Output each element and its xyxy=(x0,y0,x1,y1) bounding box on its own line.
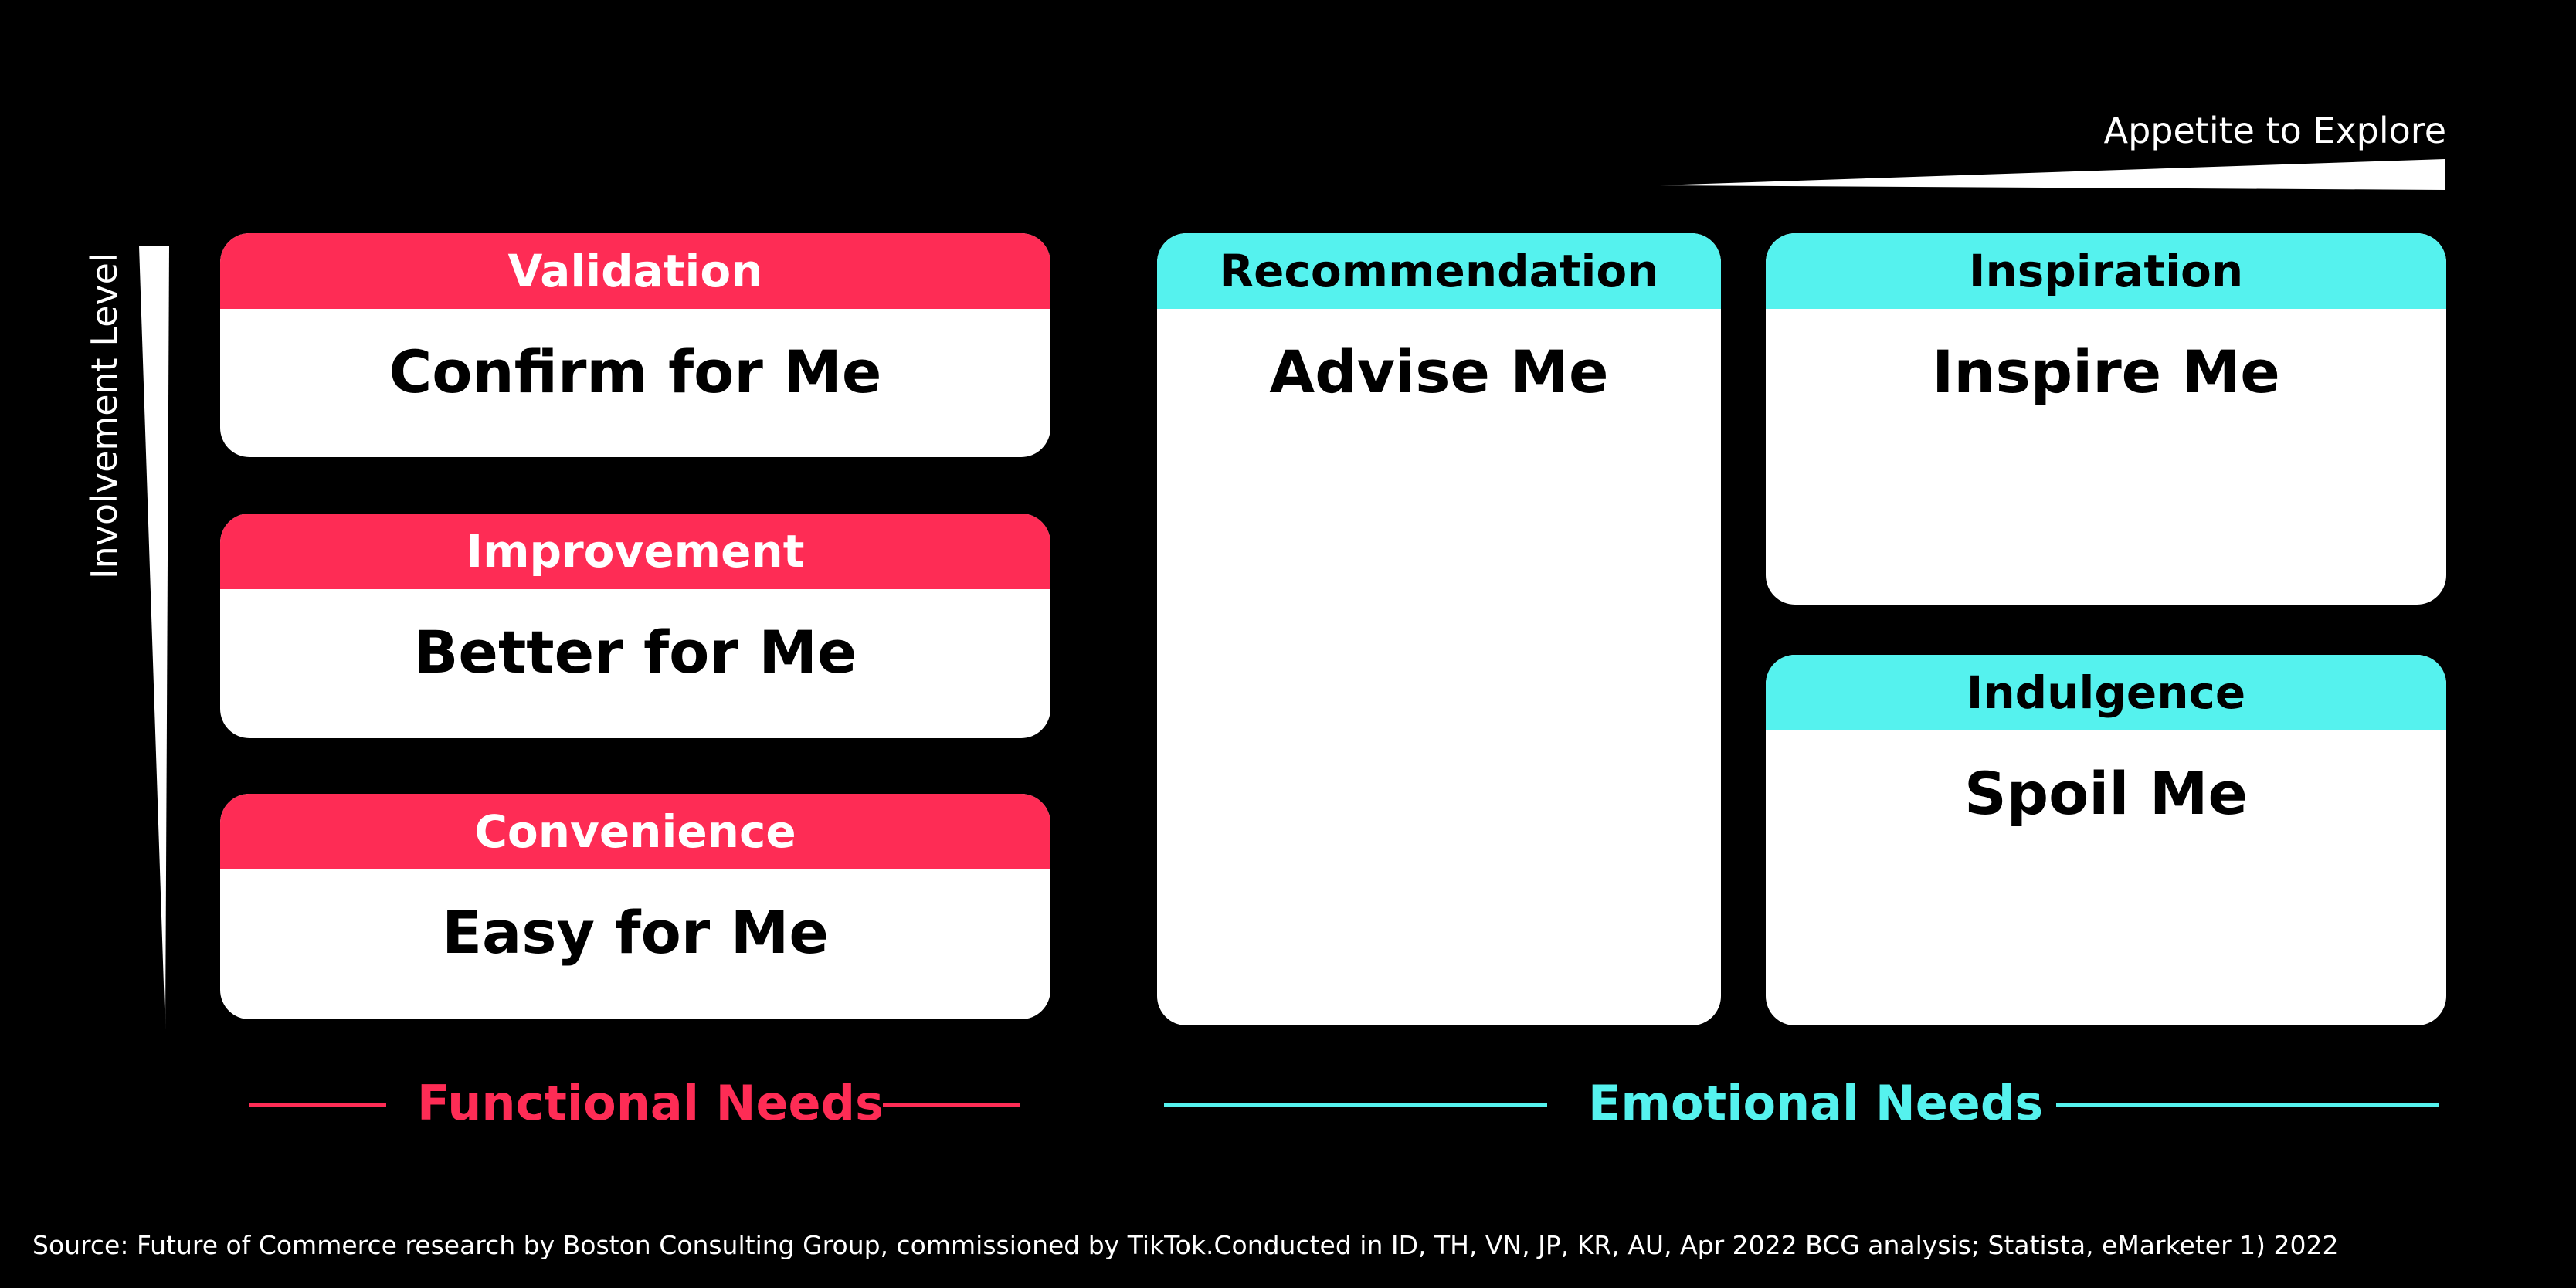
card-body: Advise Me xyxy=(1269,337,1609,406)
card-header: Recommendation xyxy=(1157,233,1721,309)
recommendation-card: Recommendation Advise Me xyxy=(1157,233,1721,1025)
emotional-needs-label: Emotional Needs xyxy=(1588,1075,2044,1131)
card-header: Validation xyxy=(220,233,1050,309)
functional-needs-label: Functional Needs xyxy=(417,1075,884,1131)
validation-card: Validation Confirm for Me xyxy=(220,233,1050,457)
emotional-left-rule xyxy=(1164,1103,1547,1107)
explore-wedge xyxy=(1659,159,2445,190)
emotional-right-rule xyxy=(2056,1103,2439,1107)
involvement-level-label: Involvement Level xyxy=(83,253,125,579)
improvement-card: Improvement Better for Me xyxy=(220,514,1050,738)
card-header: Improvement xyxy=(220,514,1050,589)
functional-right-rule xyxy=(883,1103,1020,1107)
indulgence-card: Indulgence Spoil Me xyxy=(1766,655,2446,1025)
source-footnote: Source: Future of Commerce research by B… xyxy=(32,1230,2339,1260)
inspiration-card: Inspiration Inspire Me xyxy=(1766,233,2446,605)
card-body: Spoil Me xyxy=(1963,759,2248,828)
card-header: Inspiration xyxy=(1766,233,2446,309)
card-body: Better for Me xyxy=(413,618,857,686)
card-header: Indulgence xyxy=(1766,655,2446,730)
involvement-wedge xyxy=(139,246,169,1032)
card-body: Easy for Me xyxy=(442,898,829,967)
card-body: Inspire Me xyxy=(1932,337,2280,406)
convenience-card: Convenience Easy for Me xyxy=(220,794,1050,1019)
appetite-to-explore-label: Appetite to Explore xyxy=(2103,110,2446,151)
card-body: Confirm for Me xyxy=(389,337,882,406)
card-header: Convenience xyxy=(220,794,1050,869)
functional-left-rule xyxy=(249,1103,386,1107)
